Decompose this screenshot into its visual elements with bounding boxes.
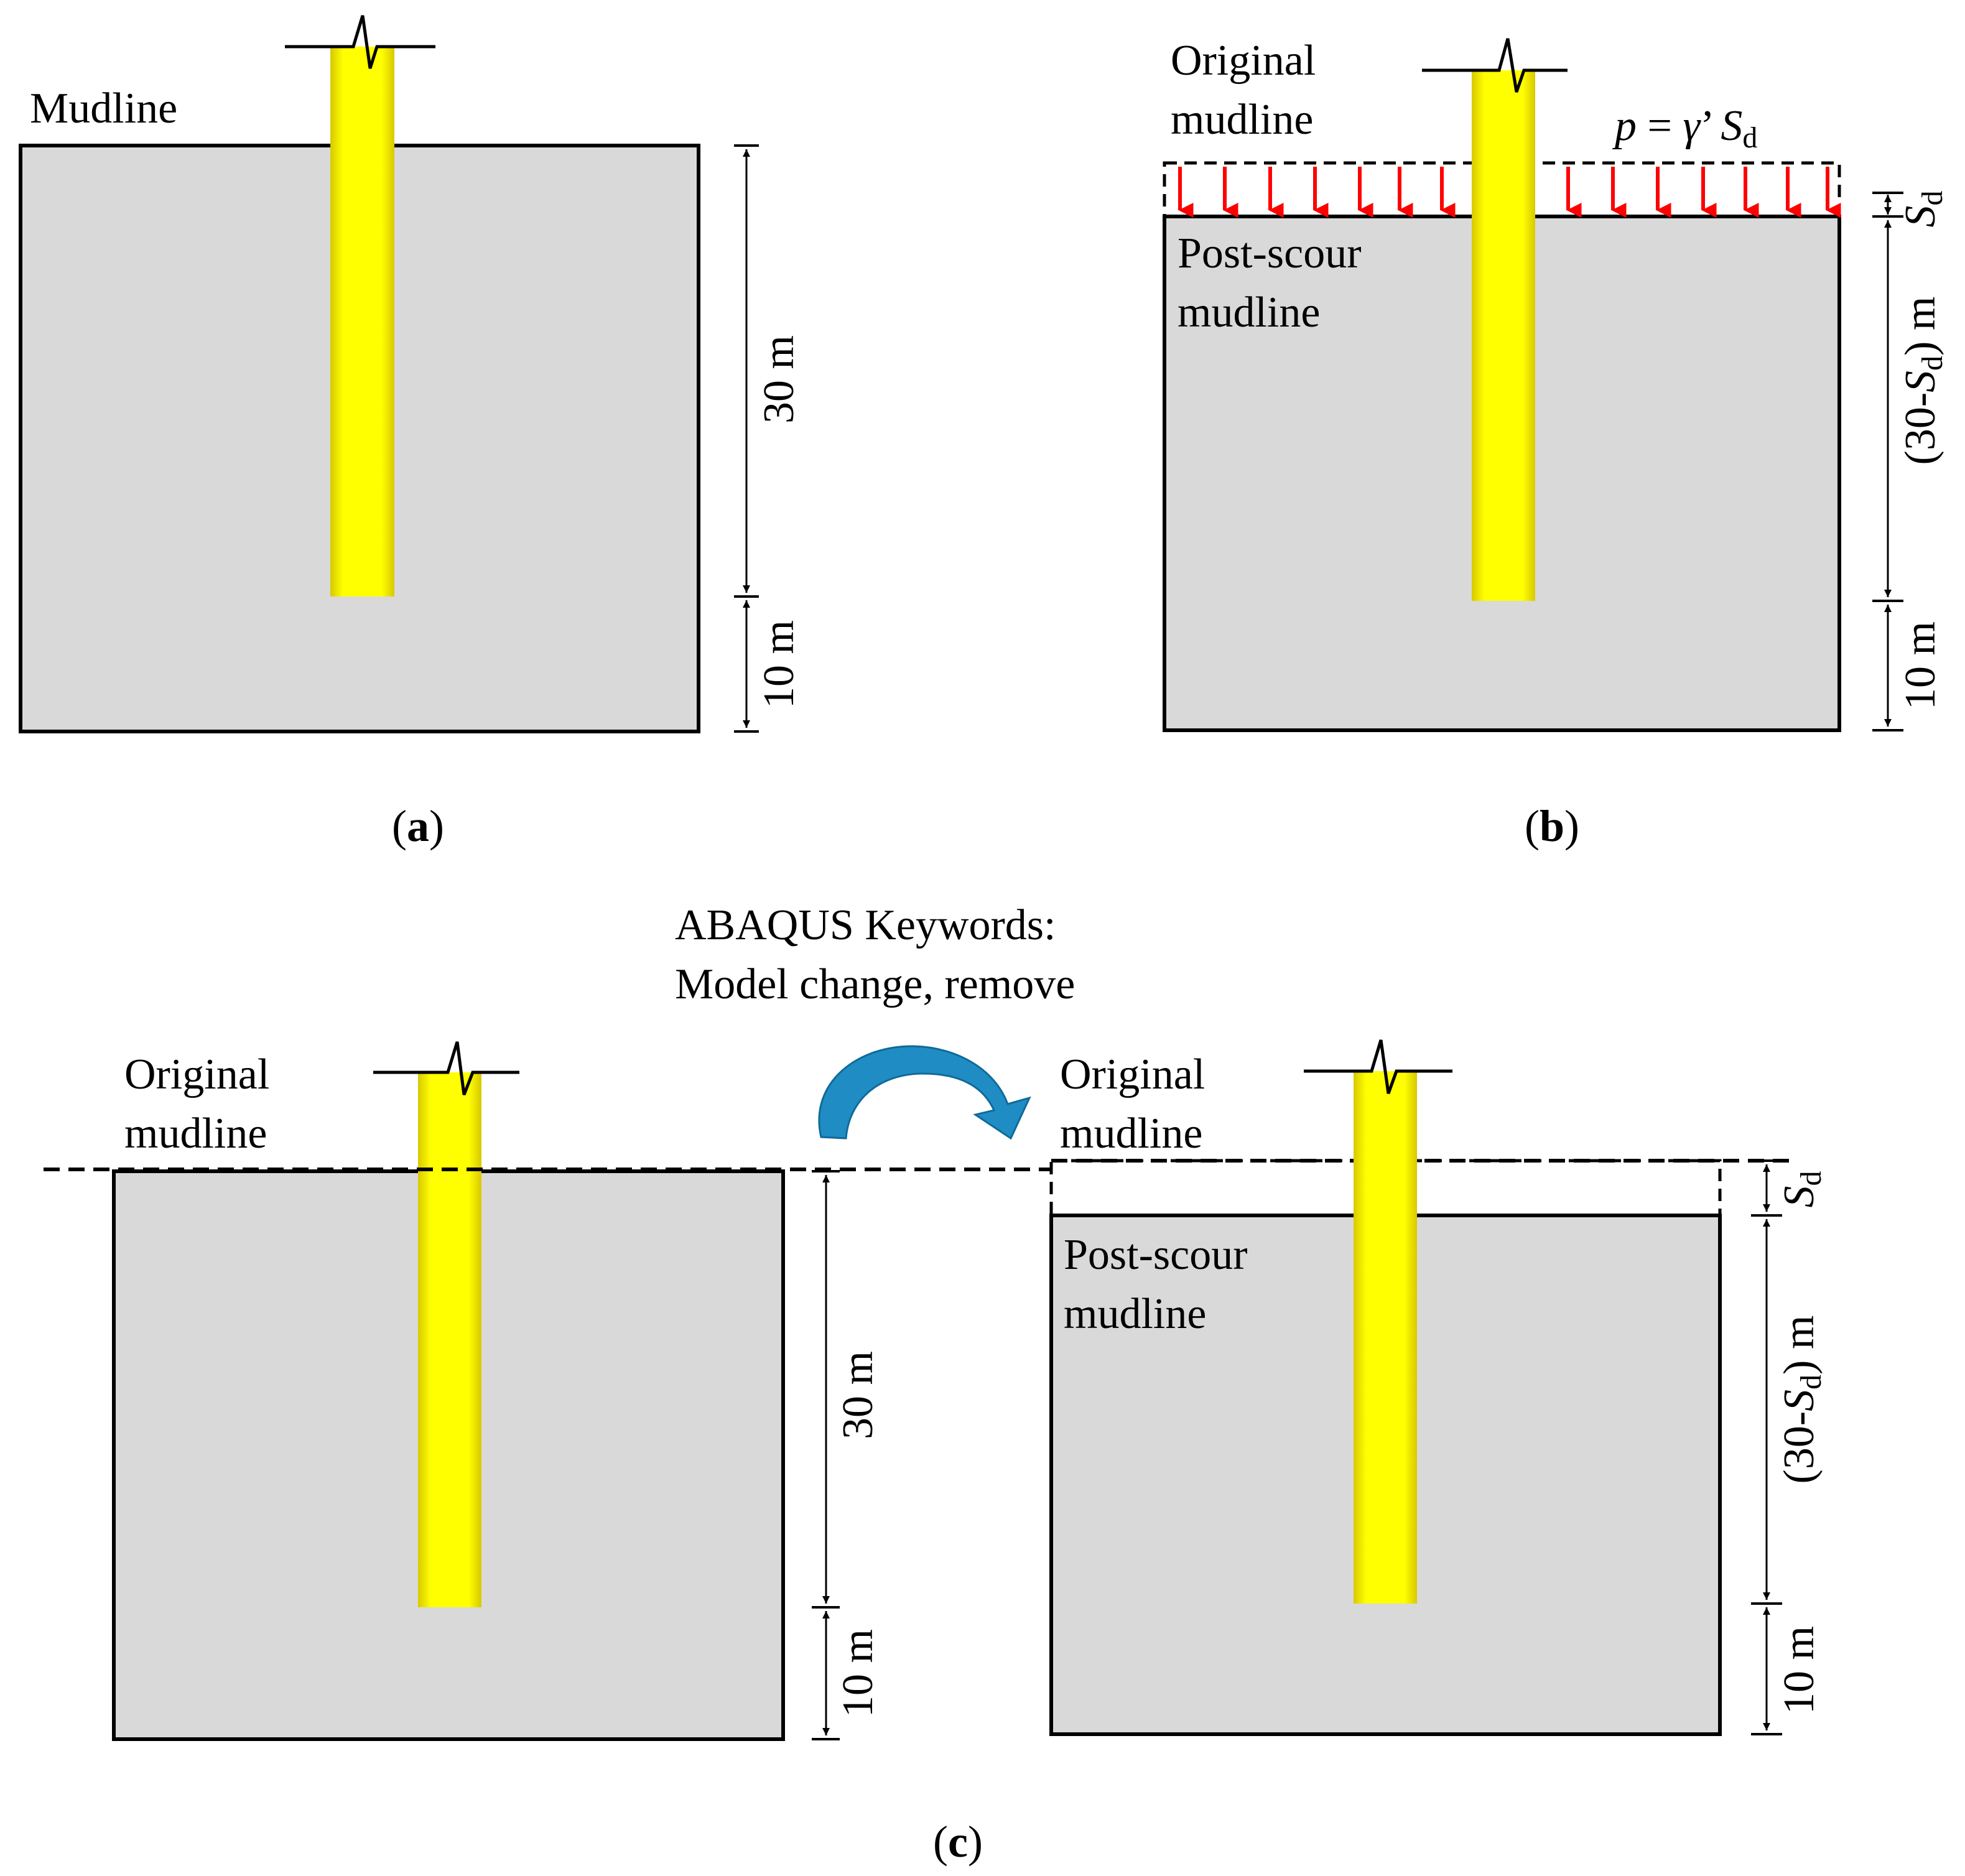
original-mudline-label-c-right: Original xyxy=(1060,1051,1205,1098)
original-mudline-label2-c-right: mudline xyxy=(1060,1110,1202,1158)
break-symbol-b xyxy=(1422,38,1568,93)
panel-c: Original mudline 30 m 10 m ABAQUS Keywor… xyxy=(44,901,1828,1867)
pressure-arrows-b xyxy=(1178,167,1841,218)
postscour-mudline-label2-b: mudline xyxy=(1178,289,1320,337)
panel-a: Mudline 30 m 10 m (a) xyxy=(19,15,803,851)
original-mudline-label-b: Original xyxy=(1171,37,1316,85)
caption-a: (a) xyxy=(392,801,444,851)
break-symbol-a xyxy=(285,15,435,69)
model-change-label: Model change, remove xyxy=(675,960,1075,1008)
dim-10m-a: 10 m xyxy=(755,620,803,708)
dim-10m-c-right: 10 m xyxy=(1775,1626,1823,1714)
caption-c: (c) xyxy=(933,1817,983,1867)
abaqus-keywords-label: ABAQUS Keywords: xyxy=(675,901,1056,949)
dim-30m-a: 30 m xyxy=(755,335,803,424)
dimension-c-left: 30 m 10 m xyxy=(812,1170,882,1740)
pressure-label-b: p = γ’Sd xyxy=(1612,102,1757,154)
postscour-mudline-label2-c: mudline xyxy=(1064,1290,1206,1338)
original-mudline-label-c-left: Original xyxy=(124,1051,269,1098)
pile-b xyxy=(1472,70,1535,601)
original-mudline-label2-c-left: mudline xyxy=(124,1110,267,1158)
curved-arrow-icon xyxy=(818,1045,1031,1140)
dimension-a: 30 m 10 m xyxy=(734,144,803,733)
original-mudline-label2-b: mudline xyxy=(1171,96,1313,144)
postscour-mudline-label-c: Post-scour xyxy=(1064,1231,1248,1279)
dimension-b: Sd (30-Sd) m 10 m xyxy=(1872,191,1949,731)
dim-10m-b: 10 m xyxy=(1897,621,1944,710)
dim-30sd-c: (30-Sd) m xyxy=(1775,1316,1828,1484)
dimension-c-right: Sd (30-Sd) m 10 m xyxy=(1751,1159,1828,1735)
dim-10m-c-left: 10 m xyxy=(834,1629,882,1717)
caption-b: (b) xyxy=(1525,801,1579,851)
break-symbol-c-left xyxy=(373,1041,519,1095)
postscour-mudline-label-b: Post-scour xyxy=(1178,230,1362,277)
pile-c-right xyxy=(1354,1071,1417,1604)
dim-sd-b: Sd xyxy=(1897,191,1949,228)
pile-a xyxy=(330,47,394,597)
dim-30sd-b: (30-Sd) m xyxy=(1897,297,1949,465)
pile-c-left xyxy=(418,1072,481,1607)
dim-30m-c: 30 m xyxy=(834,1351,882,1439)
dim-sd-c: Sd xyxy=(1775,1171,1828,1208)
mudline-label-a: Mudline xyxy=(30,85,177,132)
break-symbol-c-right xyxy=(1304,1039,1452,1094)
panel-b: Original mudline Post-scour mudline p = … xyxy=(1163,37,1949,851)
